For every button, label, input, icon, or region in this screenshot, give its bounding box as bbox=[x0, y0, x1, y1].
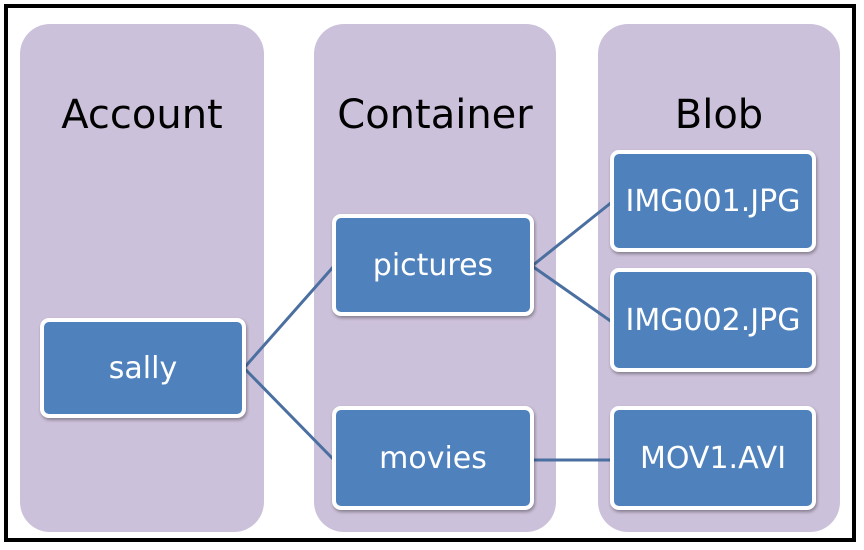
account-column: Account bbox=[20, 24, 264, 532]
connector-sally-movies bbox=[242, 366, 336, 462]
blob-node-mov1: MOV1.AVI bbox=[610, 406, 816, 510]
diagram-frame: Account Container Blob sally pictures mo… bbox=[4, 4, 856, 542]
blob-column-title: Blob bbox=[674, 92, 764, 138]
account-node-sally: sally bbox=[40, 318, 246, 418]
container-node-pictures: pictures bbox=[332, 214, 534, 316]
blob-node-img002: IMG002.JPG bbox=[610, 268, 816, 372]
container-node-movies: movies bbox=[332, 406, 534, 510]
blob-node-img001: IMG001.JPG bbox=[610, 150, 816, 252]
connector-sally-pictures bbox=[242, 265, 336, 369]
connector-pictures-img002 bbox=[531, 264, 613, 324]
connector-lines bbox=[242, 200, 613, 462]
container-column-title: Container bbox=[337, 92, 533, 138]
connector-pictures-img001 bbox=[531, 200, 613, 268]
account-column-title: Account bbox=[61, 92, 223, 138]
